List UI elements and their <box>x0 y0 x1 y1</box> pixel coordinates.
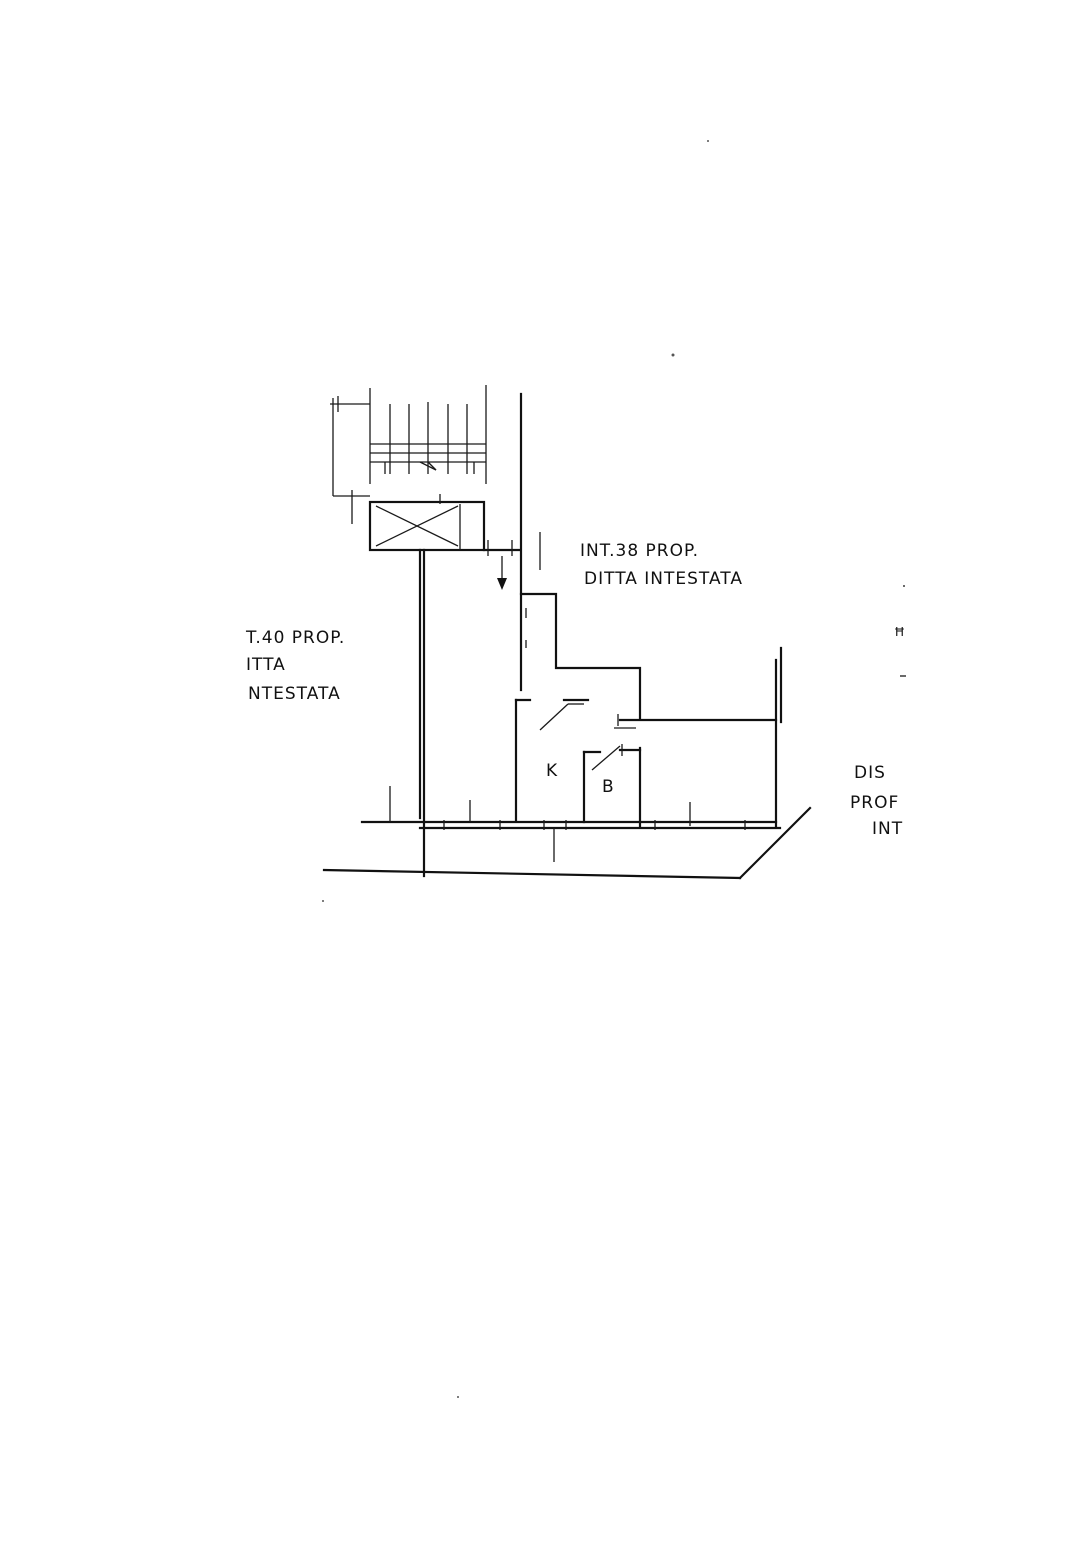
label-right-line1: DIS <box>854 763 886 783</box>
label-int40-line3: NTESTATA <box>248 684 341 704</box>
crossed-void-box <box>351 490 486 552</box>
label-right-line3: INT <box>872 819 903 839</box>
walls-main <box>322 392 812 880</box>
edge-glyph: Ħ <box>894 625 906 639</box>
label-int40-line2: ITTA <box>246 655 286 675</box>
label-int38-line1: INT.38 PROP. <box>580 541 699 561</box>
paper-specks <box>322 140 709 1398</box>
balcony-railing <box>330 385 487 497</box>
room-label-b: B <box>602 777 615 797</box>
room-label-k: K <box>546 761 558 781</box>
label-int40-line1: T.40 PROP. <box>245 628 345 648</box>
door-swings <box>539 703 636 771</box>
label-right-line2: PROF <box>850 793 899 813</box>
right-edge-marks: Ħ <box>894 585 906 677</box>
label-int38-line2: DITTA INTESTATA <box>584 569 743 589</box>
entry-arrow-icon <box>497 556 507 590</box>
